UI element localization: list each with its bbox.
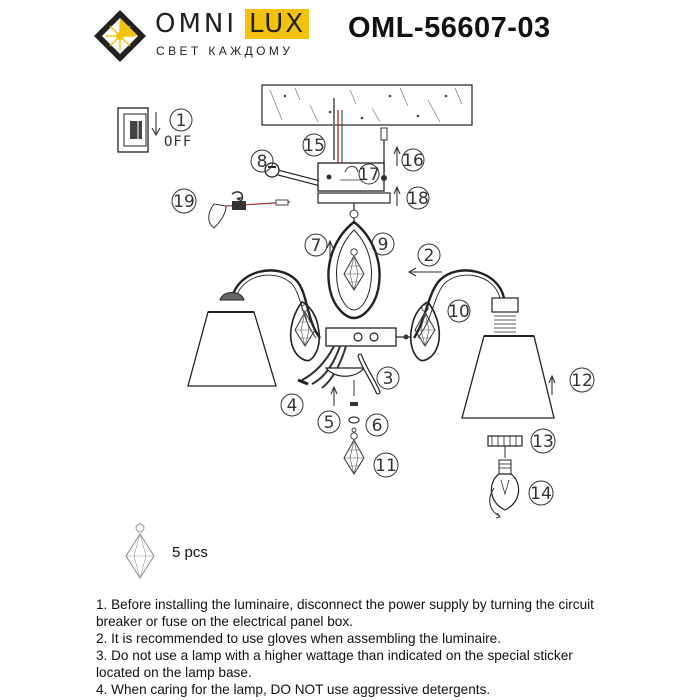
callout-13: 13 (530, 428, 556, 454)
callout-10: 10 (447, 299, 471, 323)
callout-9: 9 (371, 232, 395, 256)
note-item: 4. When caring for the lamp, DO NOT use … (96, 682, 491, 697)
svg-text:17: 17 (358, 165, 380, 185)
svg-text:9: 9 (378, 235, 389, 255)
omnilux-logo-icon (94, 10, 146, 62)
callout-16: 16 (393, 146, 425, 172)
svg-text:13: 13 (532, 432, 554, 452)
callout-12: 12 (548, 367, 595, 396)
note-item: 2. It is recommended to use gloves when … (96, 631, 501, 646)
note-item: 3. Do not use a lamp with a higher watta… (96, 648, 573, 680)
callout-17: 17 (358, 163, 380, 185)
lamp-ring-icon (487, 435, 523, 458)
ceiling-icon (261, 84, 473, 126)
callout-14: 14 (528, 480, 554, 506)
callout-7: 7 (304, 233, 334, 261)
crystal-quantity: 5 pcs (172, 544, 208, 561)
brand-slogan: СВЕТ КАЖДОМУ (156, 44, 294, 58)
callout-5: 5 (317, 386, 341, 434)
model-number: OML-56607-03 (348, 12, 551, 44)
header: OMNI LUX СВЕТ КАЖДОМУ OML-56607-03 (0, 0, 700, 70)
spare-crystal-icon (125, 523, 155, 580)
switch-off-arrow-icon (151, 112, 161, 137)
svg-text:1: 1 (176, 111, 187, 131)
screwdriver-icon (208, 191, 291, 229)
callout-1: 1 (169, 108, 193, 132)
ceiling-wires-icon (333, 98, 343, 165)
note-item: 1. Before installing the luminaire, disc… (96, 597, 594, 629)
svg-text:6: 6 (372, 416, 383, 436)
wall-switch-icon (117, 107, 149, 153)
callout-18: 18 (393, 186, 430, 210)
svg-text:8: 8 (257, 152, 268, 172)
brand-name-part2: LUX (245, 9, 310, 39)
svg-text:12: 12 (571, 371, 593, 391)
svg-text:4: 4 (287, 396, 298, 416)
callout-3: 3 (376, 366, 400, 390)
callout-15: 15 (302, 133, 326, 157)
svg-text:14: 14 (530, 484, 552, 504)
svg-text:10: 10 (448, 302, 470, 322)
lamp-shade-icon (187, 292, 277, 387)
svg-text:18: 18 (407, 189, 429, 209)
crystal-pendant-icon (343, 432, 365, 475)
central-hub-icon (297, 327, 410, 396)
svg-text:3: 3 (383, 369, 394, 389)
lamp-shade-icon (461, 335, 555, 419)
callout-8: 8 (250, 149, 274, 173)
bulb-icon (489, 459, 520, 519)
mounting-bar-icon (317, 162, 391, 204)
left-arm-icon (230, 269, 321, 362)
brand-name: OMNI LUX (155, 9, 310, 39)
crystal-pendant-icon (343, 248, 365, 291)
lamp-ring-icon (348, 402, 360, 424)
callout-4: 4 (280, 393, 304, 417)
callout-2: 2 (407, 243, 442, 277)
lamp-holder-icon (491, 297, 519, 333)
svg-text:16: 16 (402, 151, 424, 171)
svg-text:5: 5 (324, 413, 335, 433)
callout-19: 19 (171, 188, 197, 214)
callout-6: 6 (365, 413, 389, 437)
wrench-icon (357, 353, 381, 395)
svg-text:15: 15 (303, 136, 325, 156)
installation-notes: 1. Before installing the luminaire, disc… (96, 596, 616, 698)
dowel-icon (275, 199, 289, 206)
central-frame-icon (327, 203, 381, 320)
svg-text:11: 11 (375, 456, 397, 476)
assembly-diagram: 1 OFF 15 16 (117, 84, 595, 580)
callout-11: 11 (373, 452, 399, 478)
brand-name-part1: OMNI (155, 9, 238, 39)
svg-text:7: 7 (311, 236, 322, 256)
switch-off-label: OFF (164, 134, 192, 150)
svg-text:2: 2 (424, 246, 435, 266)
svg-text:19: 19 (173, 192, 195, 212)
